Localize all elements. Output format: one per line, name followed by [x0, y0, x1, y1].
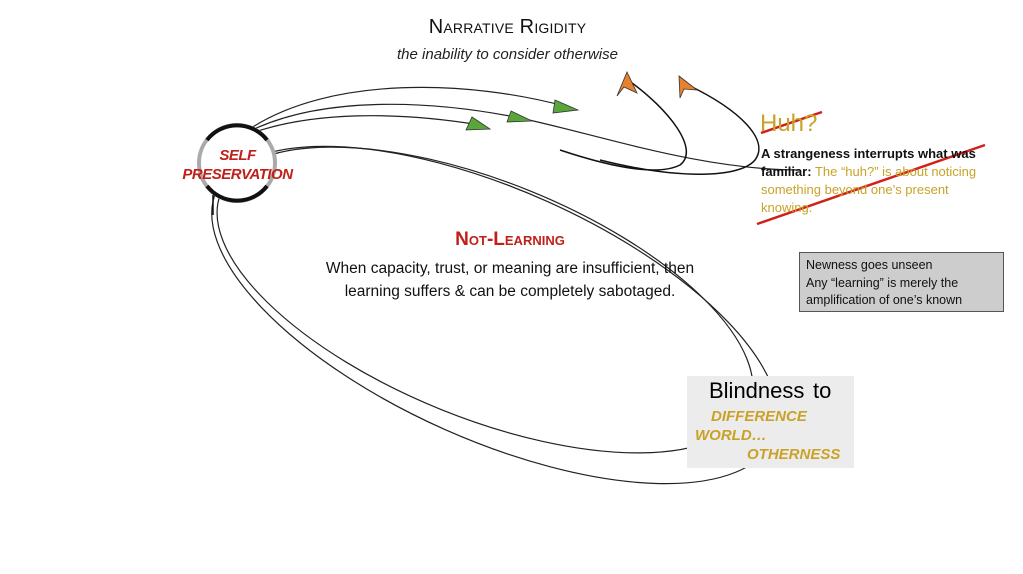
- overlay-world: WORLD…: [695, 427, 767, 444]
- orange-loop-1: [559, 79, 687, 171]
- huh-title: Huh?: [760, 110, 818, 137]
- self-circle-bottom-arc: [205, 184, 269, 203]
- not-learning-title: Not-Learning: [455, 229, 565, 250]
- self-line1: SELF: [219, 147, 256, 164]
- curve-3: [243, 115, 481, 137]
- huh-bold-text: A strangeness interrupts what was famili…: [761, 146, 976, 179]
- overlay-otherness: OTHERNESS: [747, 446, 841, 463]
- curve-2: [245, 103, 801, 171]
- green-arrow-icon: [552, 99, 580, 114]
- blindness-to-label: to: [813, 378, 832, 403]
- blindness-label: Blindness: [709, 378, 805, 403]
- orange-arrow-icon: [678, 75, 699, 99]
- green-arrow-icon: [465, 116, 492, 131]
- self-line2: PRESERVATION: [182, 166, 293, 183]
- self-preservation-label: SELF PRESERVATION: [170, 146, 305, 184]
- diagram-title: Narrative Rigidity: [428, 16, 587, 38]
- blindness-box: Blindness to DIFFERENCE WORLD… OTHERNESS: [687, 376, 854, 468]
- diagram-subtitle: the inability to consider otherwise: [397, 46, 618, 63]
- orange-arrow-icon: [616, 71, 638, 97]
- overlay-difference: DIFFERENCE: [711, 408, 807, 425]
- newness-line2: Any “learning” is merely the amplificati…: [806, 275, 963, 308]
- newness-box: Newness goes unseen Any “learning” is me…: [799, 252, 1004, 312]
- self-circle-top-arc: [205, 123, 269, 142]
- huh-gold-text: The “huh?” is about noticing something b…: [761, 164, 977, 215]
- strike-huh: [760, 110, 823, 135]
- green-arrow-icon: [506, 110, 533, 123]
- huh-description: A strangeness interrupts what was famili…: [761, 145, 1001, 217]
- newness-line1: Newness goes unseen: [806, 258, 933, 272]
- not-learning-body: When capacity, trust, or meaning are ins…: [325, 260, 695, 300]
- curve-1: [247, 86, 569, 131]
- orange-loop-2: [599, 84, 760, 175]
- strike-huh-text: [756, 143, 986, 226]
